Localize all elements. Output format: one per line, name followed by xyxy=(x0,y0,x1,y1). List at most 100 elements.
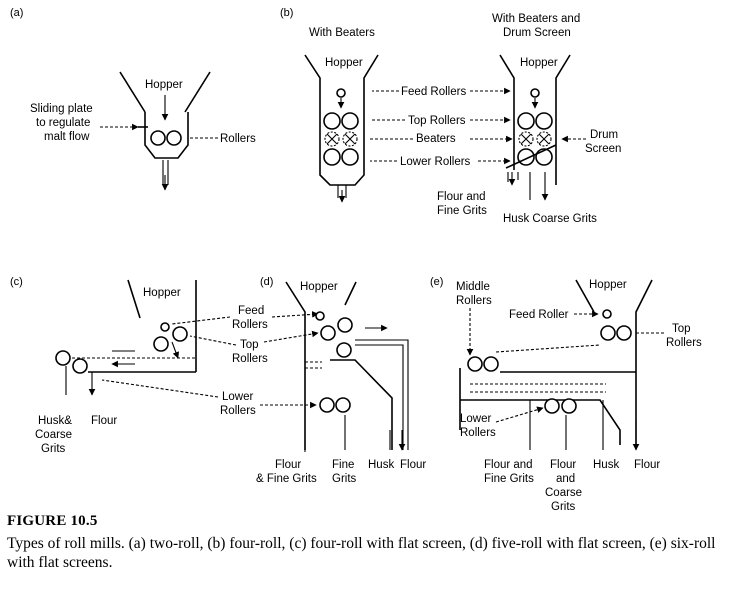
panel-b-tag: (b) xyxy=(280,7,293,19)
panel-b-left-body xyxy=(304,54,379,186)
panel-e: (e) Hopper Middle Rollers Feed Roller To… xyxy=(430,276,702,510)
shared-feed-rollers-pointers xyxy=(171,314,318,325)
figure-number: FIGURE 10.5 xyxy=(7,513,98,529)
panel-e-top-roller-1 xyxy=(600,325,616,341)
panel-d-feed-roller xyxy=(315,311,325,321)
panel-e-lower-roller-2 xyxy=(561,398,577,414)
panel-a-sliding-plate-label-2: to regulate xyxy=(36,117,90,129)
panel-d-hopper-walls xyxy=(285,281,357,450)
panel-b: (b) With Beaters With Beaters and Drum S… xyxy=(280,7,621,225)
panel-b-lower-rollers-label: Lower Rollers xyxy=(400,156,471,168)
panel-e-hopper-label: Hopper xyxy=(589,279,627,291)
panel-c-hopper-label: Hopper xyxy=(143,287,181,299)
panel-e-middle-roller-2 xyxy=(483,356,499,372)
panel-a-outlet xyxy=(162,160,169,185)
panel-c-hopper-walls xyxy=(127,279,197,372)
panel-b-right-top-roller-2 xyxy=(535,112,553,130)
panel-a-hopper-walls xyxy=(119,71,211,113)
panel-d-flour-fine-grits-1: Flour xyxy=(275,459,301,471)
panel-b-flour-fine-grits-2: Fine Grits xyxy=(437,205,487,217)
panel-b-left-feed-roller xyxy=(336,88,346,98)
panel-b-right-top-roller-1 xyxy=(517,112,535,130)
panel-d-hopper-label: Hopper xyxy=(300,281,338,293)
panel-c-husk-label-2: Coarse xyxy=(35,429,72,441)
panel-e-lower-roller-1 xyxy=(544,398,560,414)
panel-b-drum-screen-label-2: Screen xyxy=(585,143,621,155)
panel-d-lower-roller-2 xyxy=(335,397,351,413)
panel-e-upper-screen xyxy=(495,344,601,353)
shared-top-rollers-pointers xyxy=(189,333,318,346)
panel-e-top-rollers-1: Top xyxy=(672,323,691,335)
panel-c-husk-label-1: Husk& xyxy=(38,415,72,427)
panel-b-drum-screen-label-1: Drum xyxy=(590,129,618,141)
panel-c-tag: (c) xyxy=(10,276,23,288)
panel-e-middle-rollers-1: Middle xyxy=(456,281,490,293)
shared-top-rollers-2: Rollers xyxy=(232,353,268,365)
panel-e-flour-fine-grits-1: Flour and xyxy=(484,459,533,471)
shared-lower-rollers-pointers xyxy=(101,379,316,405)
panel-d: (d) Hopper Flour & Fine Grits Fine Grits… xyxy=(256,276,426,485)
panel-d-husk: Husk xyxy=(368,459,394,471)
panel-e-middle-rollers-2: Rollers xyxy=(456,295,492,307)
panel-e-middle-screen xyxy=(470,383,606,393)
panel-e-frame xyxy=(459,368,636,430)
panel-b-hopper-left-label: Hopper xyxy=(325,57,363,69)
shared-callouts-cd: Feed Rollers Top Rollers Lower Rollers xyxy=(101,305,318,417)
panel-e-husk: Husk xyxy=(593,459,619,471)
panel-b-right-beater-blades xyxy=(520,133,550,145)
roll-mills-diagram: (a) Hopper Sliding plate to regulate mal… xyxy=(10,7,702,510)
panel-b-flour-fine-grits-1: Flour and xyxy=(437,191,486,203)
panel-e-flour-coarse-3: Coarse xyxy=(545,487,582,499)
panel-d-middle-screen xyxy=(305,361,322,369)
panel-b-beaters-label: Beaters xyxy=(416,133,456,145)
panel-e-flour-coarse-4: Grits xyxy=(551,501,576,510)
panel-b-title-right-1: With Beaters and xyxy=(492,13,580,25)
shared-top-rollers-1: Top xyxy=(240,339,259,351)
panel-d-middle-roller xyxy=(336,342,352,358)
panel-b-feed-rollers-label: Feed Rollers xyxy=(401,86,466,98)
panel-b-left-top-roller-2 xyxy=(341,112,359,130)
panel-d-chute xyxy=(330,359,393,450)
shared-feed-rollers-1: Feed xyxy=(238,305,264,317)
panel-c-top-roller-2 xyxy=(153,336,169,352)
panel-d-top-roller-1 xyxy=(320,325,336,341)
panel-d-outlet-arrows xyxy=(304,415,402,452)
panel-b-right-feed-roller xyxy=(530,88,540,98)
panel-b-left-lower-roller-2 xyxy=(341,148,359,166)
panel-a-sliding-plate-label-1: Sliding plate xyxy=(30,103,93,115)
panel-a-sliding-plate-label-3: malt flow xyxy=(44,131,90,143)
panel-e-feed-roller-label: Feed Roller xyxy=(509,309,569,321)
panel-a-casing xyxy=(144,112,189,159)
panel-c-flow-arrow xyxy=(171,341,180,359)
panel-c-feed-roller xyxy=(160,322,170,332)
panel-a-rollers-label: Rollers xyxy=(220,133,256,145)
panel-c: (c) Hopper Husk& Coarse Grits Flour xyxy=(10,276,197,455)
panel-c-outlet-arrows xyxy=(65,366,92,395)
shared-lower-rollers-1: Lower xyxy=(222,391,253,403)
panel-d-tag: (d) xyxy=(260,276,273,288)
panel-e-lower-rollers-2: Rollers xyxy=(460,427,496,439)
panel-e-flour: Flour xyxy=(634,459,660,471)
panel-a-tag: (a) xyxy=(10,7,23,19)
panel-b-left-top-roller-1 xyxy=(323,112,341,130)
panel-b-coarse-outlet-arrows xyxy=(529,172,545,200)
panel-e-flour-fine-grits-2: Fine Grits xyxy=(484,473,534,485)
panel-e-outlet-arrows xyxy=(529,400,636,450)
panel-c-return-arrows xyxy=(112,350,135,364)
panel-e-flour-coarse-2: and xyxy=(556,473,575,485)
panel-b-left-beater-blades xyxy=(326,133,356,145)
shared-lower-rollers-2: Rollers xyxy=(220,405,256,417)
panel-d-flour-fine-grits-2: & Fine Grits xyxy=(256,473,317,485)
shared-feed-rollers-2: Rollers xyxy=(232,319,268,331)
panel-e-feed-roller xyxy=(602,309,612,319)
panel-b-husk-coarse-grits: Husk Coarse Grits xyxy=(503,213,597,225)
panel-b-left-lower-roller-1 xyxy=(323,148,341,166)
panel-e-middle-roller-1 xyxy=(467,356,483,372)
panel-e-top-roller-2 xyxy=(616,325,632,341)
panel-d-flour: Flour xyxy=(400,459,426,471)
panel-e-lower-rollers-pointer xyxy=(495,406,544,423)
panel-b-left-outlet xyxy=(337,185,347,198)
panel-c-husk-label-3: Grits xyxy=(41,443,66,455)
panel-c-top-roller-1 xyxy=(172,326,188,342)
panel-a: (a) Hopper Sliding plate to regulate mal… xyxy=(10,7,256,191)
